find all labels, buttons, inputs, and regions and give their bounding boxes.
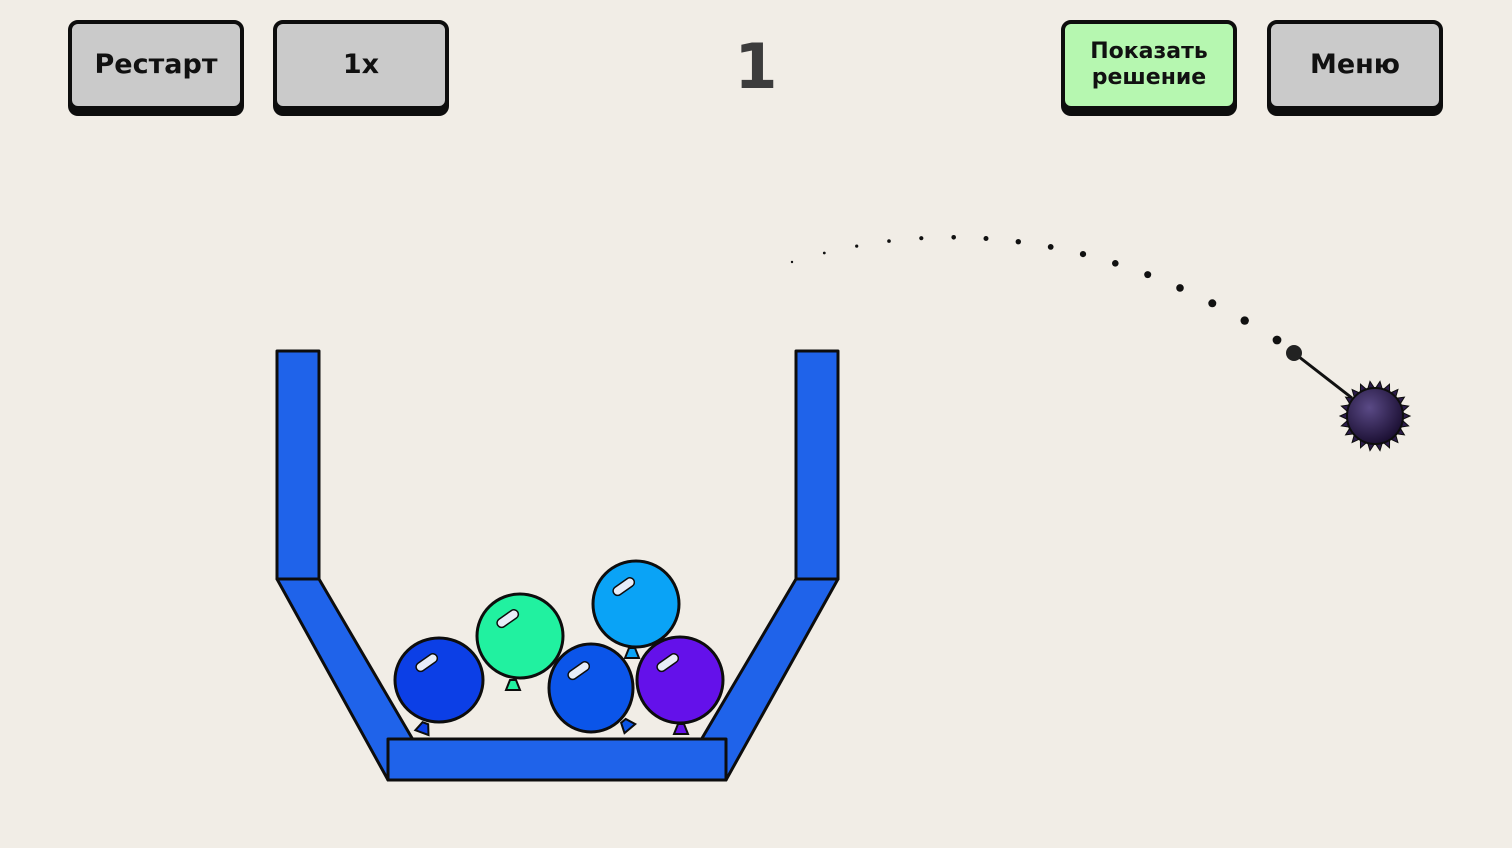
restart-button-label: Рестарт (94, 49, 218, 80)
show-solution-label-line2: решение (1091, 65, 1207, 90)
trajectory-dot (1112, 260, 1119, 267)
trajectory-dot (1047, 244, 1054, 250)
balloon-blue[interactable] (547, 642, 637, 735)
trajectory-dot (1208, 299, 1217, 308)
balloon-dark-blue[interactable] (393, 636, 485, 737)
trajectory-dot (1079, 251, 1087, 258)
trajectory-dot (951, 235, 956, 240)
speed-button[interactable]: 1x (273, 20, 449, 110)
restart-button[interactable]: Рестарт (68, 20, 244, 110)
trajectory-dot (919, 236, 924, 241)
container-bottom (386, 737, 728, 782)
trajectory-dot (1272, 335, 1282, 345)
balloons-group (393, 559, 725, 737)
container-right-wall (794, 349, 840, 581)
show-solution-label-line1: Показать (1090, 39, 1208, 64)
rope (1293, 351, 1353, 400)
trajectory-dot (887, 239, 891, 243)
balloon-sky-blue[interactable] (591, 559, 681, 659)
trajectory-dot (1240, 316, 1249, 325)
trajectory-dot (1176, 284, 1184, 292)
level-number: 1 (734, 30, 778, 103)
trajectory-dot (1144, 271, 1152, 279)
trajectory-dot (790, 260, 794, 264)
rope-anchor[interactable] (1286, 345, 1302, 361)
trajectory-dots (790, 235, 1282, 345)
trajectory-dot (983, 236, 989, 241)
speed-button-label: 1x (342, 49, 380, 80)
balloon-mint[interactable] (475, 592, 565, 691)
trajectory-dot (822, 251, 826, 255)
show-solution-button[interactable]: Показать решение (1061, 20, 1237, 110)
container-left-wall (275, 349, 321, 581)
spiked-ball-icon[interactable] (1338, 380, 1412, 452)
trajectory-dot (855, 244, 859, 248)
menu-button-label: Меню (1309, 49, 1401, 80)
menu-button[interactable]: Меню (1267, 20, 1443, 110)
trajectory-dot (1015, 239, 1021, 245)
balloon-purple[interactable] (635, 635, 725, 735)
container (275, 349, 840, 782)
